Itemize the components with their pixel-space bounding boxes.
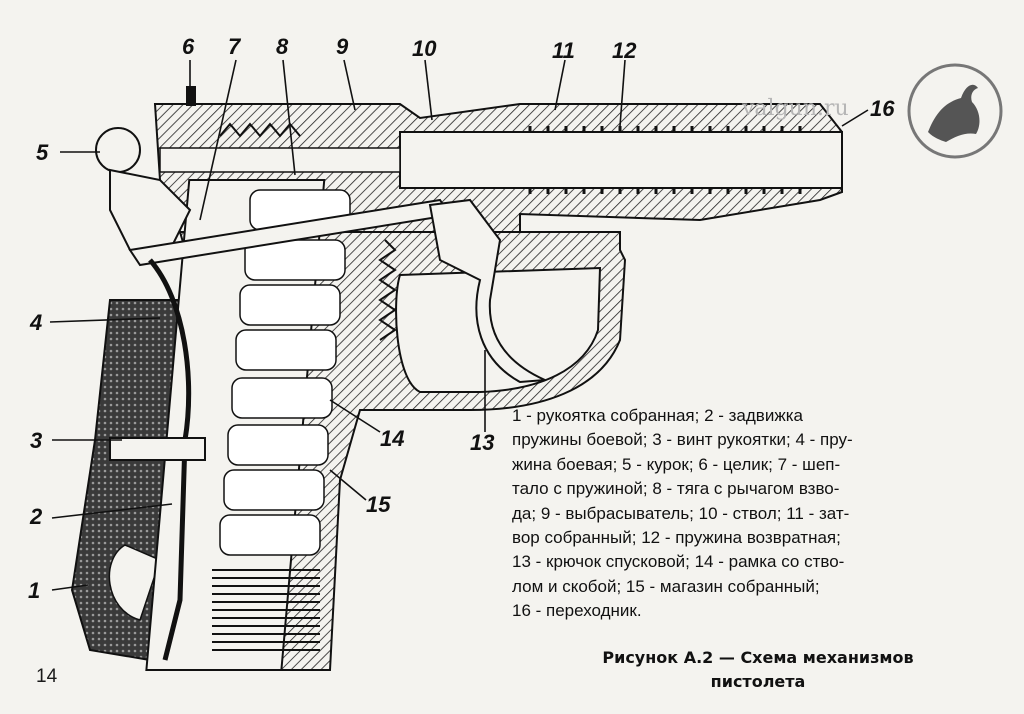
cartridges <box>219 189 351 556</box>
legend-line: жина боевая; 5 - курок; 6 - целик; 7 - ш… <box>512 454 841 474</box>
watermark-text: valgun.ru <box>742 96 849 121</box>
part-number-13: 13 <box>470 430 495 455</box>
part-number-5: 5 <box>36 140 49 165</box>
figure-caption: Рисунок А.2 — Схема механизмов пистолета <box>548 646 968 694</box>
grip-cutout <box>108 544 161 621</box>
magazine-spring <box>212 569 320 651</box>
recoil-spring <box>528 126 802 194</box>
part-number-12: 12 <box>612 38 637 63</box>
legend-line: 16 - переходник. <box>512 601 642 621</box>
trigger <box>428 198 546 384</box>
part-number-7: 7 <box>228 34 241 59</box>
part-number-4: 4 <box>30 310 43 335</box>
part-number-1: 1 <box>28 578 41 603</box>
bird-logo-icon <box>907 63 1003 159</box>
legend-line: лом и скобой; 15 - магазин собранный; <box>512 576 820 596</box>
legend-line: пружины боевой; 3 - винт рукоятки; 4 - п… <box>512 430 853 450</box>
part-number-8: 8 <box>276 34 289 59</box>
barrel <box>399 131 843 189</box>
part-number-9: 9 <box>336 34 349 59</box>
legend-line: 13 - крючок спусковой; 14 - рамка со ств… <box>512 552 845 572</box>
part-number-16: 16 <box>870 96 895 121</box>
legend-line: 1 - рукоятка собранная; 2 - задвижка <box>512 406 803 425</box>
caption-line-2: пистолета <box>710 672 806 691</box>
leader-lines <box>49 59 869 591</box>
part-number-6: 6 <box>182 34 195 59</box>
page-number: 14 <box>36 666 58 687</box>
caption-line-1: Рисунок А.2 — Схема механизмов <box>602 648 914 667</box>
legend-line: вор собранный; 12 - пружина возвратная; <box>512 528 841 548</box>
part-number-10: 10 <box>412 36 437 61</box>
bore <box>159 147 401 173</box>
part-number-11: 11 <box>552 38 575 63</box>
legend-line: да; 9 - выбрасыватель; 10 - ствол; 11 - … <box>512 503 850 523</box>
grip-screw <box>109 437 206 461</box>
trigger-spring <box>378 239 397 341</box>
parts-legend: 1 - рукоятка собранная; 2 - задвижка пру… <box>512 404 1008 624</box>
rear-sight <box>186 86 196 106</box>
part-number-14: 14 <box>380 426 405 451</box>
part-number-2: 2 <box>30 504 43 529</box>
part-number-3: 3 <box>30 428 43 453</box>
trigger-guard-opening <box>395 266 602 393</box>
hammer-spur <box>95 127 141 173</box>
part-number-15: 15 <box>366 492 391 517</box>
sear-spring <box>219 122 301 138</box>
legend-line: тало с пружиной; 8 - тяга с рычагом взво… <box>512 479 840 499</box>
